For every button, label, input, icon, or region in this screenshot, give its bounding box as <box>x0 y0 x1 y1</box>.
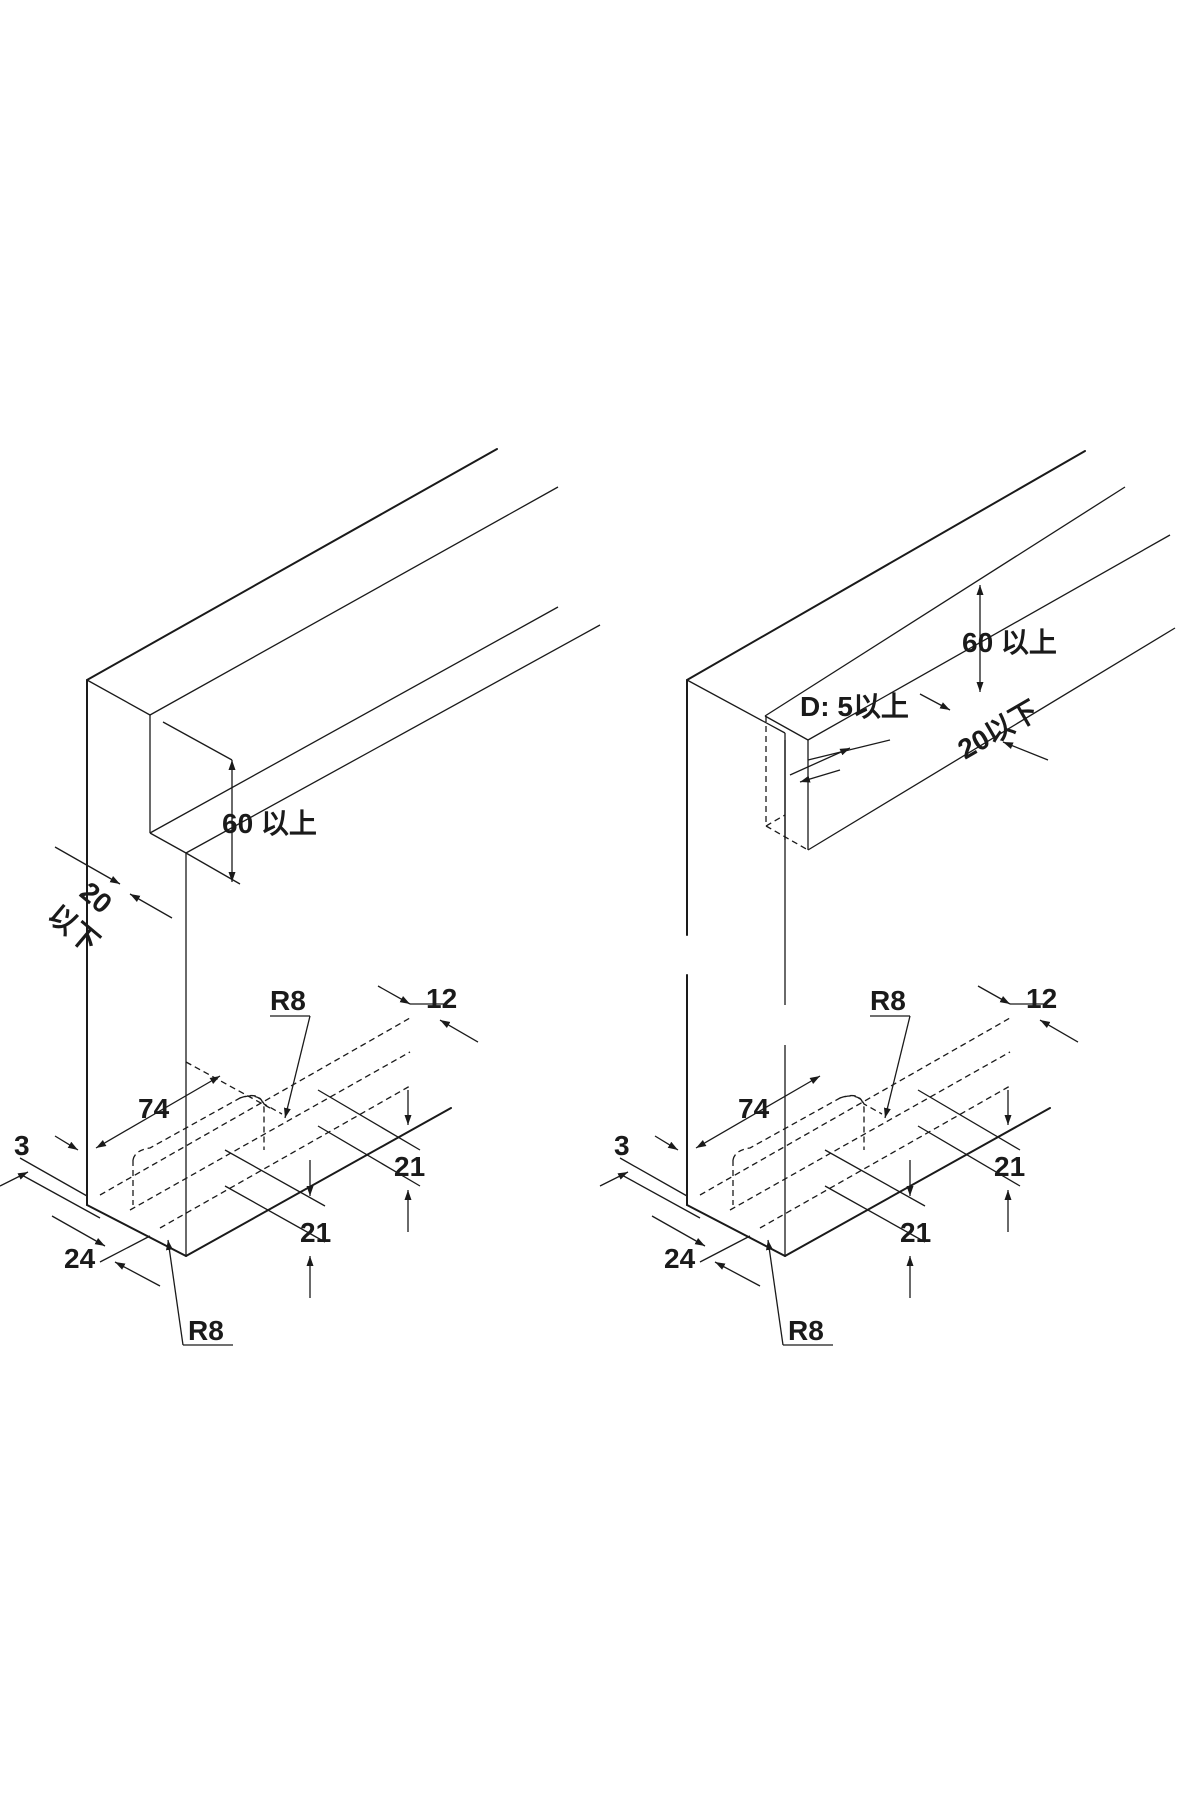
left-r8-bottom-label: R8 <box>188 1315 224 1346</box>
right-3-label: 3 <box>614 1130 630 1161</box>
right-24-label: 24 <box>664 1243 696 1274</box>
right-frame <box>686 450 1176 1257</box>
left-74-label: 74 <box>138 1093 170 1124</box>
left-hidden-slots <box>99 1017 411 1229</box>
right-r8-bottom-label: R8 <box>788 1315 824 1346</box>
left-21b-label: 21 <box>300 1217 331 1248</box>
right-dim-21b: 21 <box>824 1149 931 1298</box>
left-dim-3: 3 <box>0 1130 101 1219</box>
left-diagram: 60 以上 20 以下 R8 12 74 <box>0 448 601 1346</box>
left-dim-74: 74 <box>95 1075 221 1149</box>
left-dim-21a: 21 <box>317 1089 425 1232</box>
right-r8-top-label: R8 <box>870 985 906 1016</box>
left-dim-r8-top: R8 <box>270 985 311 1119</box>
right-12-label: 12 <box>1026 983 1057 1014</box>
left-dim-24: 24 <box>51 1215 161 1287</box>
right-dim-r8-bottom: R8 <box>765 1239 833 1346</box>
left-dim-thickness: 20 以下 <box>42 846 173 959</box>
right-74-label: 74 <box>738 1093 770 1124</box>
right-dim-12: 12 <box>977 983 1079 1043</box>
left-3-label: 3 <box>14 1130 30 1161</box>
left-24-label: 24 <box>64 1243 96 1274</box>
right-dim-74: 74 <box>695 1075 821 1149</box>
right-21a-label: 21 <box>994 1151 1025 1182</box>
right-dim-thickness: 20以下 <box>953 695 1049 765</box>
left-thickness-value: 20 <box>74 876 118 920</box>
left-frame <box>86 448 601 1257</box>
right-height-label: 60 以上 <box>962 627 1057 658</box>
right-dim-21a: 21 <box>917 1089 1025 1232</box>
left-height-label: 60 以上 <box>222 808 317 839</box>
left-r8-top-label: R8 <box>270 985 306 1016</box>
left-dim-height: 60 以上 <box>185 760 317 885</box>
left-21a-label: 21 <box>394 1151 425 1182</box>
right-dim-groove: D: 5以上 <box>789 691 951 783</box>
right-thickness-label: 20以下 <box>953 695 1044 765</box>
right-hidden-slots <box>699 1017 1011 1229</box>
right-dim-height: 60 以上 <box>962 585 1057 692</box>
right-dim-3: 3 <box>599 1130 701 1219</box>
left-dim-r8-bottom: R8 <box>165 1239 233 1346</box>
left-12-label: 12 <box>426 983 457 1014</box>
right-dim-r8-top: R8 <box>870 985 911 1119</box>
right-dim-24: 24 <box>651 1215 761 1287</box>
right-diagram: 60 以上 D: 5以上 20以下 R8 12 <box>599 450 1176 1346</box>
right-groove-label: D: 5以上 <box>800 691 909 722</box>
left-dim-12: 12 <box>377 983 479 1043</box>
left-dim-21b: 21 <box>224 1149 331 1298</box>
right-21b-label: 21 <box>900 1217 931 1248</box>
